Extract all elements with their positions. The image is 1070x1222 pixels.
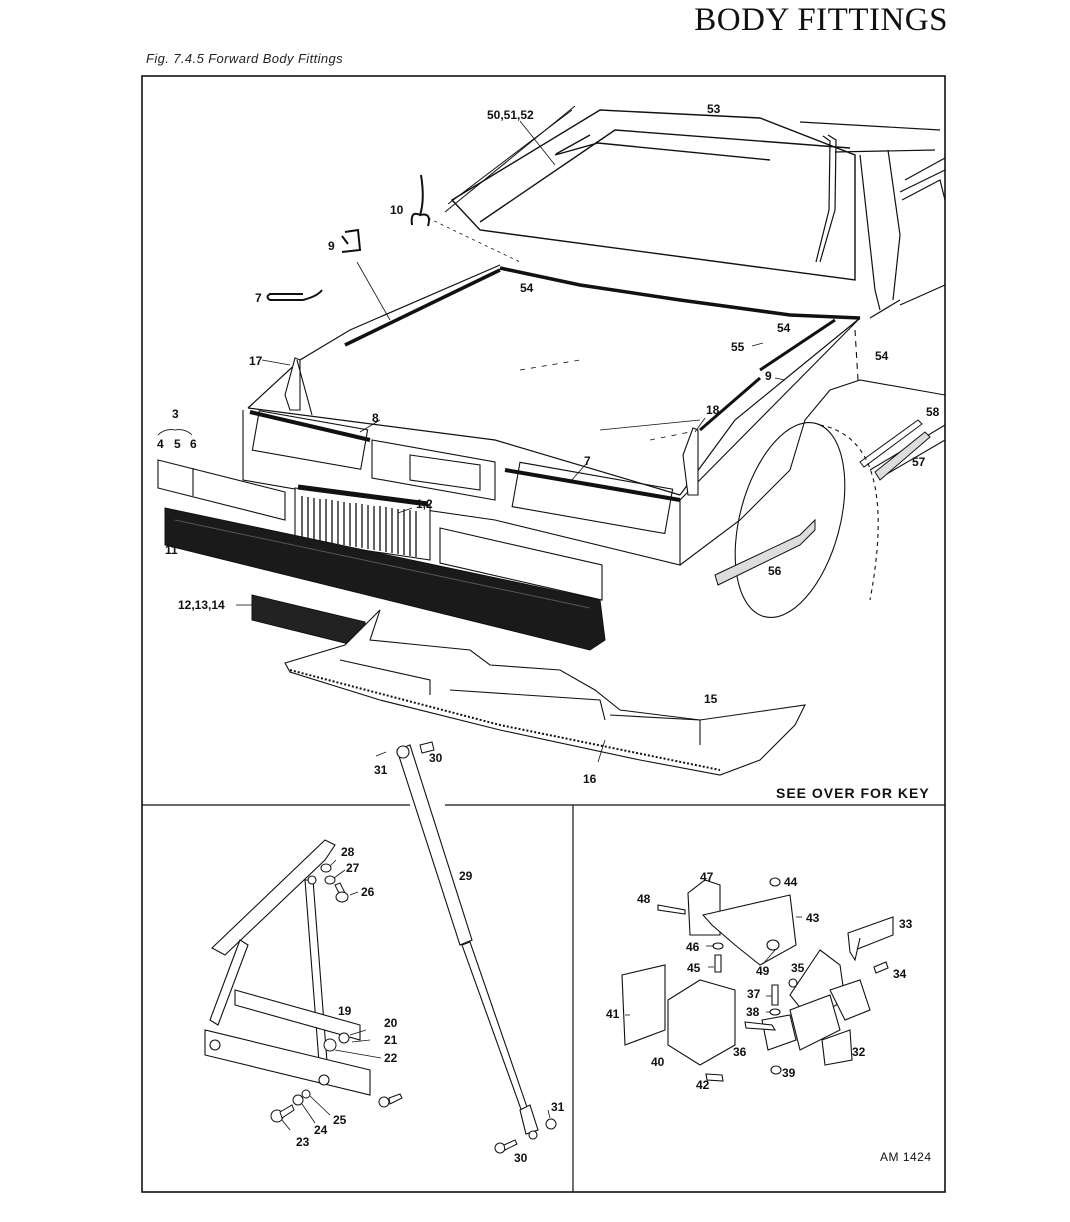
page-title: BODY FITTINGS (694, 2, 948, 38)
figure-caption: Fig. 7.4.5 Forward Body Fittings (146, 51, 344, 66)
callout-30: 30 (514, 1151, 528, 1165)
callout-10: 10 (390, 203, 404, 217)
hinge-fixings (270, 741, 557, 1154)
bonnet (247, 264, 861, 496)
side-strips (714, 419, 931, 586)
see-over-for-key-note: SEE OVER FOR KEY (776, 785, 930, 801)
callout-48: 48 (637, 892, 651, 906)
callout-46: 46 (686, 940, 700, 954)
callout-57: 57 (912, 455, 926, 469)
callout-36: 36 (733, 1045, 747, 1059)
callout-21: 21 (384, 1033, 398, 1047)
callout-4: 4 (157, 437, 164, 451)
callout-26: 26 (361, 885, 375, 899)
number-plate-12 (251, 594, 366, 649)
callout-49: 49 (756, 964, 770, 978)
callout-31: 31 (374, 763, 388, 777)
callout-7: 7 (584, 454, 591, 468)
callout-37: 37 (747, 987, 761, 1001)
callout-28: 28 (341, 845, 355, 859)
callout-16: 16 (583, 772, 597, 786)
callout-53: 53 (707, 102, 721, 116)
callout-42: 42 (696, 1078, 710, 1092)
leader-lines-latch (625, 916, 802, 1016)
callout-56: 56 (768, 564, 782, 578)
clip-10 (410, 174, 430, 227)
callout-54: 54 (520, 281, 534, 295)
callout-25: 25 (333, 1113, 347, 1127)
strip-7 (266, 289, 323, 301)
windscreen (444, 105, 856, 281)
latch-assembly (621, 877, 894, 1082)
callout-30: 30 (429, 751, 443, 765)
callout-12-13-14: 12,13,14 (178, 598, 225, 612)
callout-32: 32 (852, 1045, 866, 1059)
callout-41: 41 (606, 1007, 620, 1021)
callout-47: 47 (700, 870, 714, 884)
drawing-reference-code: AM 1424 (880, 1150, 932, 1164)
diagram-frame (141, 75, 946, 1193)
callout-22: 22 (384, 1051, 398, 1065)
callout-50-51-52: 50,51,52 (487, 108, 534, 122)
callout-39: 39 (782, 1066, 796, 1080)
leader-lines-main (157, 120, 786, 763)
callout-8: 8 (372, 411, 379, 425)
callout-5: 5 (174, 437, 181, 451)
roof-and-pillar (799, 121, 946, 311)
side-lamp-right (439, 527, 603, 601)
callout-43: 43 (806, 911, 820, 925)
radiator-grille (294, 484, 431, 561)
callout-54: 54 (777, 321, 791, 335)
callout-11: 11 (165, 543, 178, 557)
callout-17: 17 (249, 354, 263, 368)
seal-9 (341, 228, 362, 253)
spoiler-15 (284, 609, 806, 776)
front-panel (242, 410, 681, 566)
windscreen-trim-53 (815, 134, 837, 263)
scuttle-panel (499, 266, 901, 320)
callout-6: 6 (190, 437, 197, 451)
hinge-brackets (284, 357, 699, 496)
callout-15: 15 (704, 692, 718, 706)
callout-27: 27 (346, 861, 360, 875)
callout-9: 9 (765, 369, 772, 383)
hinge-assembly (204, 839, 371, 1096)
grille-slats (301, 496, 417, 557)
gas-strut-29 (396, 744, 539, 1140)
leader-lines-hinge (281, 751, 551, 1131)
callout-1-2: 1,2 (416, 497, 433, 511)
callout-7: 7 (255, 291, 262, 305)
callout-34: 34 (893, 967, 907, 981)
callout-3: 3 (172, 407, 179, 421)
callout-35: 35 (791, 961, 805, 975)
callout-58: 58 (926, 405, 940, 419)
callout-55: 55 (731, 340, 745, 354)
callout-33: 33 (899, 917, 913, 931)
bumper-11 (164, 507, 606, 651)
callout-54: 54 (875, 349, 889, 363)
callout-9: 9 (328, 239, 335, 253)
callout-44: 44 (784, 875, 798, 889)
callout-45: 45 (687, 961, 701, 975)
callout-23: 23 (296, 1135, 310, 1149)
callout-19: 19 (338, 1004, 352, 1018)
callout-38: 38 (746, 1005, 760, 1019)
callout-31: 31 (551, 1100, 565, 1114)
callout-29: 29 (459, 869, 473, 883)
callout-24: 24 (314, 1123, 328, 1137)
callout-20: 20 (384, 1016, 398, 1030)
callout-40: 40 (651, 1055, 665, 1069)
callout-18: 18 (706, 403, 720, 417)
headlamp-cluster-3 (157, 459, 286, 521)
